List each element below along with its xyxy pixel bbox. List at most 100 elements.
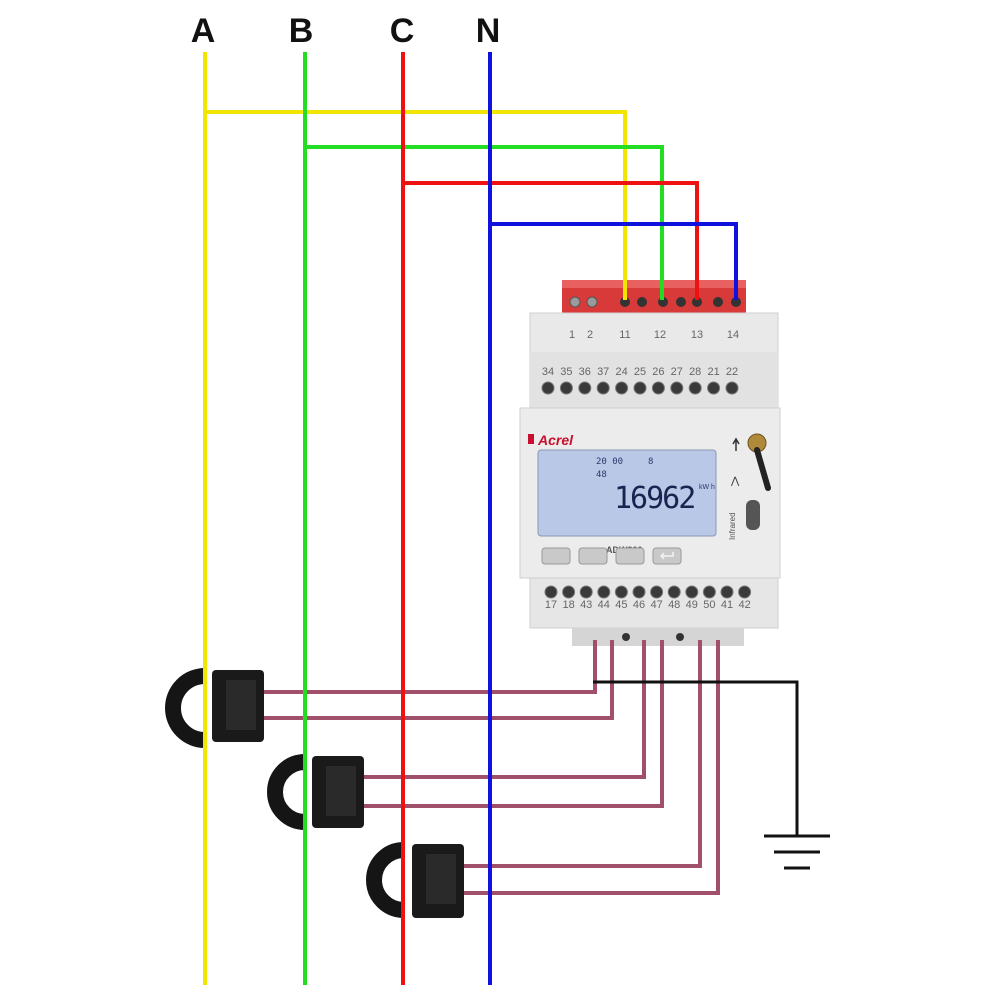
terminal-number: 12 bbox=[654, 329, 666, 341]
top-terminal-screws bbox=[569, 296, 741, 308]
infrared-port-icon bbox=[746, 500, 760, 530]
terminal-screw bbox=[650, 585, 664, 599]
voltage-wires bbox=[205, 110, 738, 300]
terminal-number: 27 bbox=[671, 366, 683, 378]
terminal-screw bbox=[596, 381, 610, 395]
voltage-wire-c bbox=[403, 181, 699, 300]
phase-label-c: C bbox=[390, 12, 415, 50]
terminal-screw bbox=[713, 297, 723, 307]
ct-c-wire-2 bbox=[462, 640, 720, 895]
ct-face bbox=[326, 766, 356, 816]
infrared-label: Infrared bbox=[728, 512, 737, 540]
ct-face bbox=[226, 680, 256, 730]
ct-a-wire-2 bbox=[262, 640, 614, 720]
terminal-number: 36 bbox=[579, 366, 591, 378]
terminal-screw bbox=[637, 297, 647, 307]
ct-core-icon bbox=[267, 754, 306, 830]
ct-face bbox=[426, 854, 456, 904]
meter-button-1[interactable] bbox=[541, 547, 571, 565]
phase-conductors bbox=[203, 52, 492, 985]
terminal-number: 21 bbox=[707, 366, 719, 378]
terminal-number: 34 bbox=[542, 366, 554, 378]
terminal-screw bbox=[633, 381, 647, 395]
meter-button-2[interactable] bbox=[578, 547, 608, 565]
terminal-number: 42 bbox=[738, 599, 750, 611]
terminal-screw bbox=[670, 381, 684, 395]
current-transformer-c bbox=[366, 842, 464, 918]
ct-b-wire-1 bbox=[362, 640, 646, 779]
ct-wires bbox=[262, 640, 720, 895]
terminal-screw bbox=[620, 297, 630, 307]
terminal-number: 2 bbox=[587, 329, 593, 341]
terminal-screw bbox=[622, 633, 630, 641]
terminal-screw bbox=[569, 296, 581, 308]
terminal-screw bbox=[676, 633, 684, 641]
terminal-number: 18 bbox=[562, 599, 574, 611]
lcd-indicator-a: 20 00 bbox=[596, 457, 623, 467]
ground-wire bbox=[593, 680, 799, 836]
antenna-icon bbox=[754, 447, 771, 491]
terminal-number: 26 bbox=[652, 366, 664, 378]
terminal-screw bbox=[597, 585, 611, 599]
terminal-screw bbox=[562, 585, 576, 599]
terminal-screw bbox=[579, 585, 593, 599]
voltage-wire-n bbox=[490, 222, 738, 300]
terminal-screw bbox=[731, 297, 741, 307]
terminal-number: 44 bbox=[598, 599, 610, 611]
terminal-number: 11 bbox=[619, 329, 630, 341]
voltage-wire-a bbox=[205, 110, 627, 300]
terminal-screw bbox=[720, 585, 734, 599]
ct-b-wire-2 bbox=[362, 640, 664, 808]
terminal-screw bbox=[692, 297, 702, 307]
ground-symbol-icon bbox=[764, 834, 830, 870]
terminal-screw bbox=[614, 585, 628, 599]
ct-a-wire-1 bbox=[262, 640, 597, 694]
phase-label-a: A bbox=[191, 12, 216, 50]
terminal-screw bbox=[541, 381, 555, 395]
terminal-screw bbox=[702, 585, 716, 599]
terminal-number: 24 bbox=[615, 366, 627, 378]
terminal-number: 25 bbox=[634, 366, 646, 378]
current-transformer-a bbox=[165, 668, 264, 748]
terminal-screw bbox=[685, 585, 699, 599]
ct-c-wire-1 bbox=[462, 640, 702, 868]
terminal-number: 47 bbox=[650, 599, 662, 611]
phase-label-b: B bbox=[289, 12, 314, 50]
current-transformer-b bbox=[267, 754, 364, 830]
lcd-reading: 16962 bbox=[614, 481, 694, 516]
terminal-number: 17 bbox=[545, 599, 557, 611]
ground-connection bbox=[593, 680, 830, 870]
terminal-screw bbox=[676, 297, 686, 307]
terminal-number: 43 bbox=[580, 599, 592, 611]
brand-name: Acrel bbox=[537, 432, 574, 448]
terminal-number: 48 bbox=[668, 599, 680, 611]
terminal-screw bbox=[738, 585, 752, 599]
terminal-number: 14 bbox=[727, 329, 739, 341]
lcd-display bbox=[537, 449, 717, 537]
lcd-unit: kW h bbox=[699, 484, 715, 491]
terminal-screw bbox=[586, 296, 598, 308]
enter-arrow-icon bbox=[660, 552, 674, 560]
terminal-screw bbox=[544, 585, 558, 599]
terminal-number: 49 bbox=[686, 599, 698, 611]
meter-button-3[interactable] bbox=[615, 547, 645, 565]
terminal-screw bbox=[632, 585, 646, 599]
terminal-number: 46 bbox=[633, 599, 645, 611]
terminal-screw bbox=[651, 381, 665, 395]
lcd-indicator-b: 8 bbox=[648, 457, 653, 467]
terminal-number: 41 bbox=[721, 599, 733, 611]
terminal-screw bbox=[725, 381, 739, 395]
signal-icon bbox=[732, 437, 740, 451]
signal-glyph: ⋀ bbox=[730, 476, 740, 487]
ct-core-icon bbox=[366, 842, 405, 918]
phase-label-n: N bbox=[476, 12, 501, 50]
brand-logo-mark bbox=[528, 434, 534, 444]
terminal-screw bbox=[707, 381, 721, 395]
terminal-number: 37 bbox=[597, 366, 609, 378]
terminal-number: 45 bbox=[615, 599, 627, 611]
terminal-screw bbox=[615, 381, 629, 395]
